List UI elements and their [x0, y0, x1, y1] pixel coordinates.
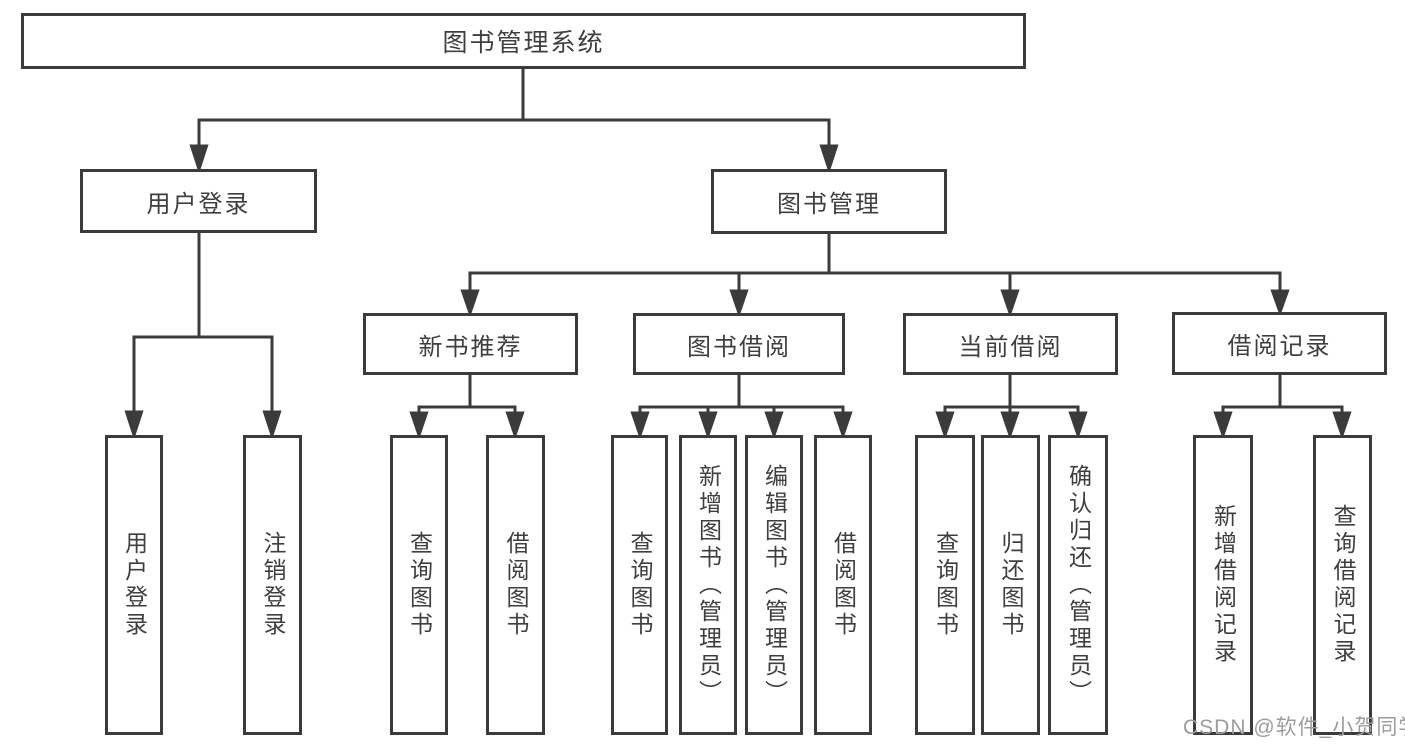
arrowhead — [1000, 411, 1020, 440]
leaf-label: 查询图书 — [627, 531, 653, 639]
leaf-edit-books-admin: 编辑图书（管理员） — [745, 435, 803, 735]
leaf-return-books: 归还图书 — [981, 435, 1040, 735]
node-new-book-recommend: 新书推荐 — [363, 313, 578, 375]
node-new-book-recommend-label: 新书推荐 — [418, 333, 523, 361]
leaf-label: 用户登录 — [121, 531, 148, 639]
arrowhead — [935, 411, 955, 440]
arrowhead — [1332, 411, 1352, 440]
arrowhead — [409, 411, 429, 440]
arrowhead — [833, 411, 853, 440]
node-user-login: 用户登录 — [80, 169, 317, 233]
leaf-query-books-recommend: 查询图书 — [390, 435, 448, 735]
node-book-borrowing: 图书借阅 — [633, 313, 845, 375]
leaf-logout: 注销登录 — [243, 435, 302, 735]
arrowhead — [460, 289, 480, 318]
connector-user-login-to-leaves — [124, 233, 282, 440]
leaf-borrow-books-recommend: 借阅图书 — [486, 435, 545, 735]
node-root-library-management-system: 图书管理系统 — [21, 13, 1026, 69]
arrowhead — [1068, 411, 1088, 440]
leaf-label: 查询借阅记录 — [1330, 504, 1356, 666]
arrowhead — [1270, 289, 1290, 317]
node-current-borrowing-label: 当前借阅 — [958, 333, 1063, 361]
leaf-query-books-current: 查询图书 — [915, 435, 975, 735]
leaf-label: 借阅图书 — [503, 531, 529, 639]
leaf-label: 编辑图书（管理员） — [761, 463, 788, 707]
connector-book-management-to-level3 — [460, 234, 1290, 318]
arrowhead — [505, 411, 525, 440]
arrowhead — [698, 411, 718, 440]
arrowhead — [1000, 289, 1020, 318]
arrowhead — [819, 144, 839, 174]
arrowhead — [262, 410, 282, 440]
leaf-query-books-borrowing: 查询图书 — [611, 435, 668, 735]
leaf-label: 归还图书 — [998, 531, 1024, 639]
node-borrowing-records-label: 借阅记录 — [1227, 333, 1332, 360]
csdn-watermark: CSDN @软件_小贺同学 — [1183, 716, 1405, 739]
node-current-borrowing: 当前借阅 — [903, 313, 1118, 375]
arrowhead — [630, 411, 650, 440]
node-borrowing-records: 借阅记录 — [1172, 312, 1387, 375]
arrowhead — [764, 411, 784, 440]
connector-root-to-level2 — [189, 69, 839, 174]
node-book-management: 图书管理 — [711, 169, 947, 234]
leaf-label: 新增图书（管理员） — [695, 463, 722, 707]
node-user-login-label: 用户登录 — [146, 190, 251, 218]
leaf-user-login: 用户登录 — [105, 435, 163, 735]
arrowhead — [124, 410, 144, 440]
node-book-management-label: 图书管理 — [777, 191, 881, 218]
leaf-add-borrow-record: 新增借阅记录 — [1193, 435, 1253, 735]
leaf-label: 新增借阅记录 — [1210, 504, 1237, 666]
leaf-label: 查询图书 — [932, 531, 959, 639]
leaf-confirm-return-admin: 确认归还（管理员） — [1048, 435, 1108, 735]
connector-current-borrowing-to-leaves — [935, 375, 1088, 440]
node-book-borrowing-label: 图书借阅 — [687, 333, 791, 361]
leaf-label: 注销登录 — [260, 531, 286, 639]
leaf-add-books-admin: 新增图书（管理员） — [679, 435, 737, 735]
arrowhead — [189, 144, 209, 174]
arrowhead — [729, 289, 749, 318]
arrowhead — [1213, 411, 1233, 440]
leaf-borrow-books-borrowing: 借阅图书 — [814, 435, 872, 735]
connector-borrowing-records-to-leaves — [1213, 375, 1352, 440]
connector-new-book-recommend-to-leaves — [409, 375, 525, 440]
leaf-label: 确认归还（管理员） — [1065, 463, 1092, 707]
connector-book-borrowing-to-leaves — [630, 375, 853, 440]
node-root-label: 图书管理系统 — [442, 29, 605, 57]
leaf-label: 查询图书 — [406, 531, 433, 639]
leaf-label: 借阅图书 — [830, 531, 857, 639]
leaf-query-borrow-record: 查询借阅记录 — [1313, 435, 1372, 735]
